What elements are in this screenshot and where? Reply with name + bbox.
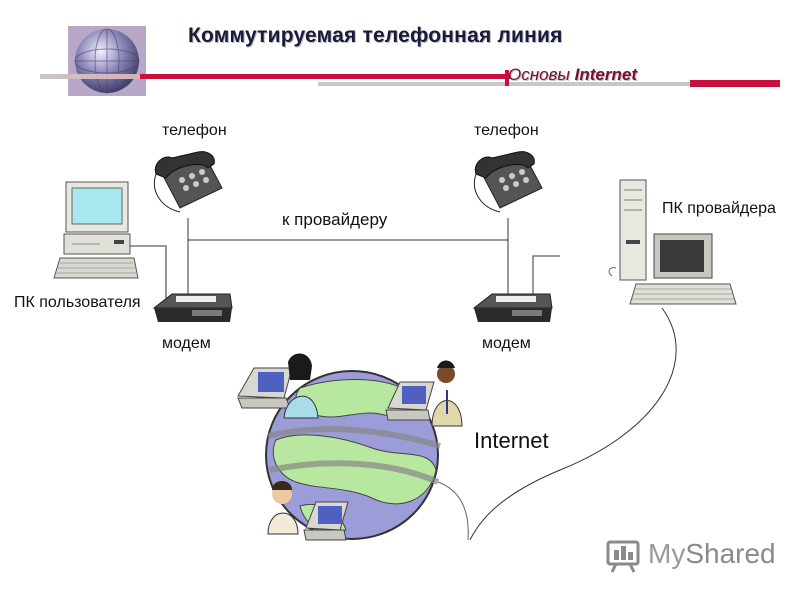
user-pc-icon <box>53 181 139 279</box>
phone-right-icon <box>474 151 543 213</box>
provider-pc-label: ПК провайдера <box>662 200 776 217</box>
user-man-workstation-icon <box>385 360 463 427</box>
phone-left-icon <box>154 151 223 213</box>
subtitle-prefix: Основы <box>508 65 570 84</box>
user-woman2-workstation-icon <box>267 481 349 541</box>
watermark-brand: MyShared <box>648 538 776 570</box>
header-decoration <box>40 26 780 96</box>
provider-pc-icon <box>608 179 737 305</box>
user-woman-workstation-icon <box>237 353 319 419</box>
internet-globe-icon <box>265 370 469 541</box>
page-title: Коммутируемая телефонная линия <box>188 24 563 47</box>
internet-label: Internet <box>474 428 549 453</box>
subtitle-bold: Internet <box>574 65 637 84</box>
phone-right-label: телефон <box>474 122 539 139</box>
brand-suffix: Shared <box>685 538 776 569</box>
line-label: к провайдеру <box>282 210 388 229</box>
modem-right-label: модем <box>482 335 531 352</box>
brand-prefix: My <box>648 538 686 569</box>
phone-left-label: телефон <box>162 122 227 139</box>
modem-left-label: модем <box>162 335 211 352</box>
connection-lines <box>125 218 677 541</box>
user-pc-label: ПК пользователя <box>14 294 141 311</box>
myshared-logo-icon <box>606 540 640 573</box>
modem-right-icon <box>472 293 553 322</box>
page-subtitle: Основы Internet <box>508 65 637 85</box>
modem-left-icon <box>152 293 233 322</box>
